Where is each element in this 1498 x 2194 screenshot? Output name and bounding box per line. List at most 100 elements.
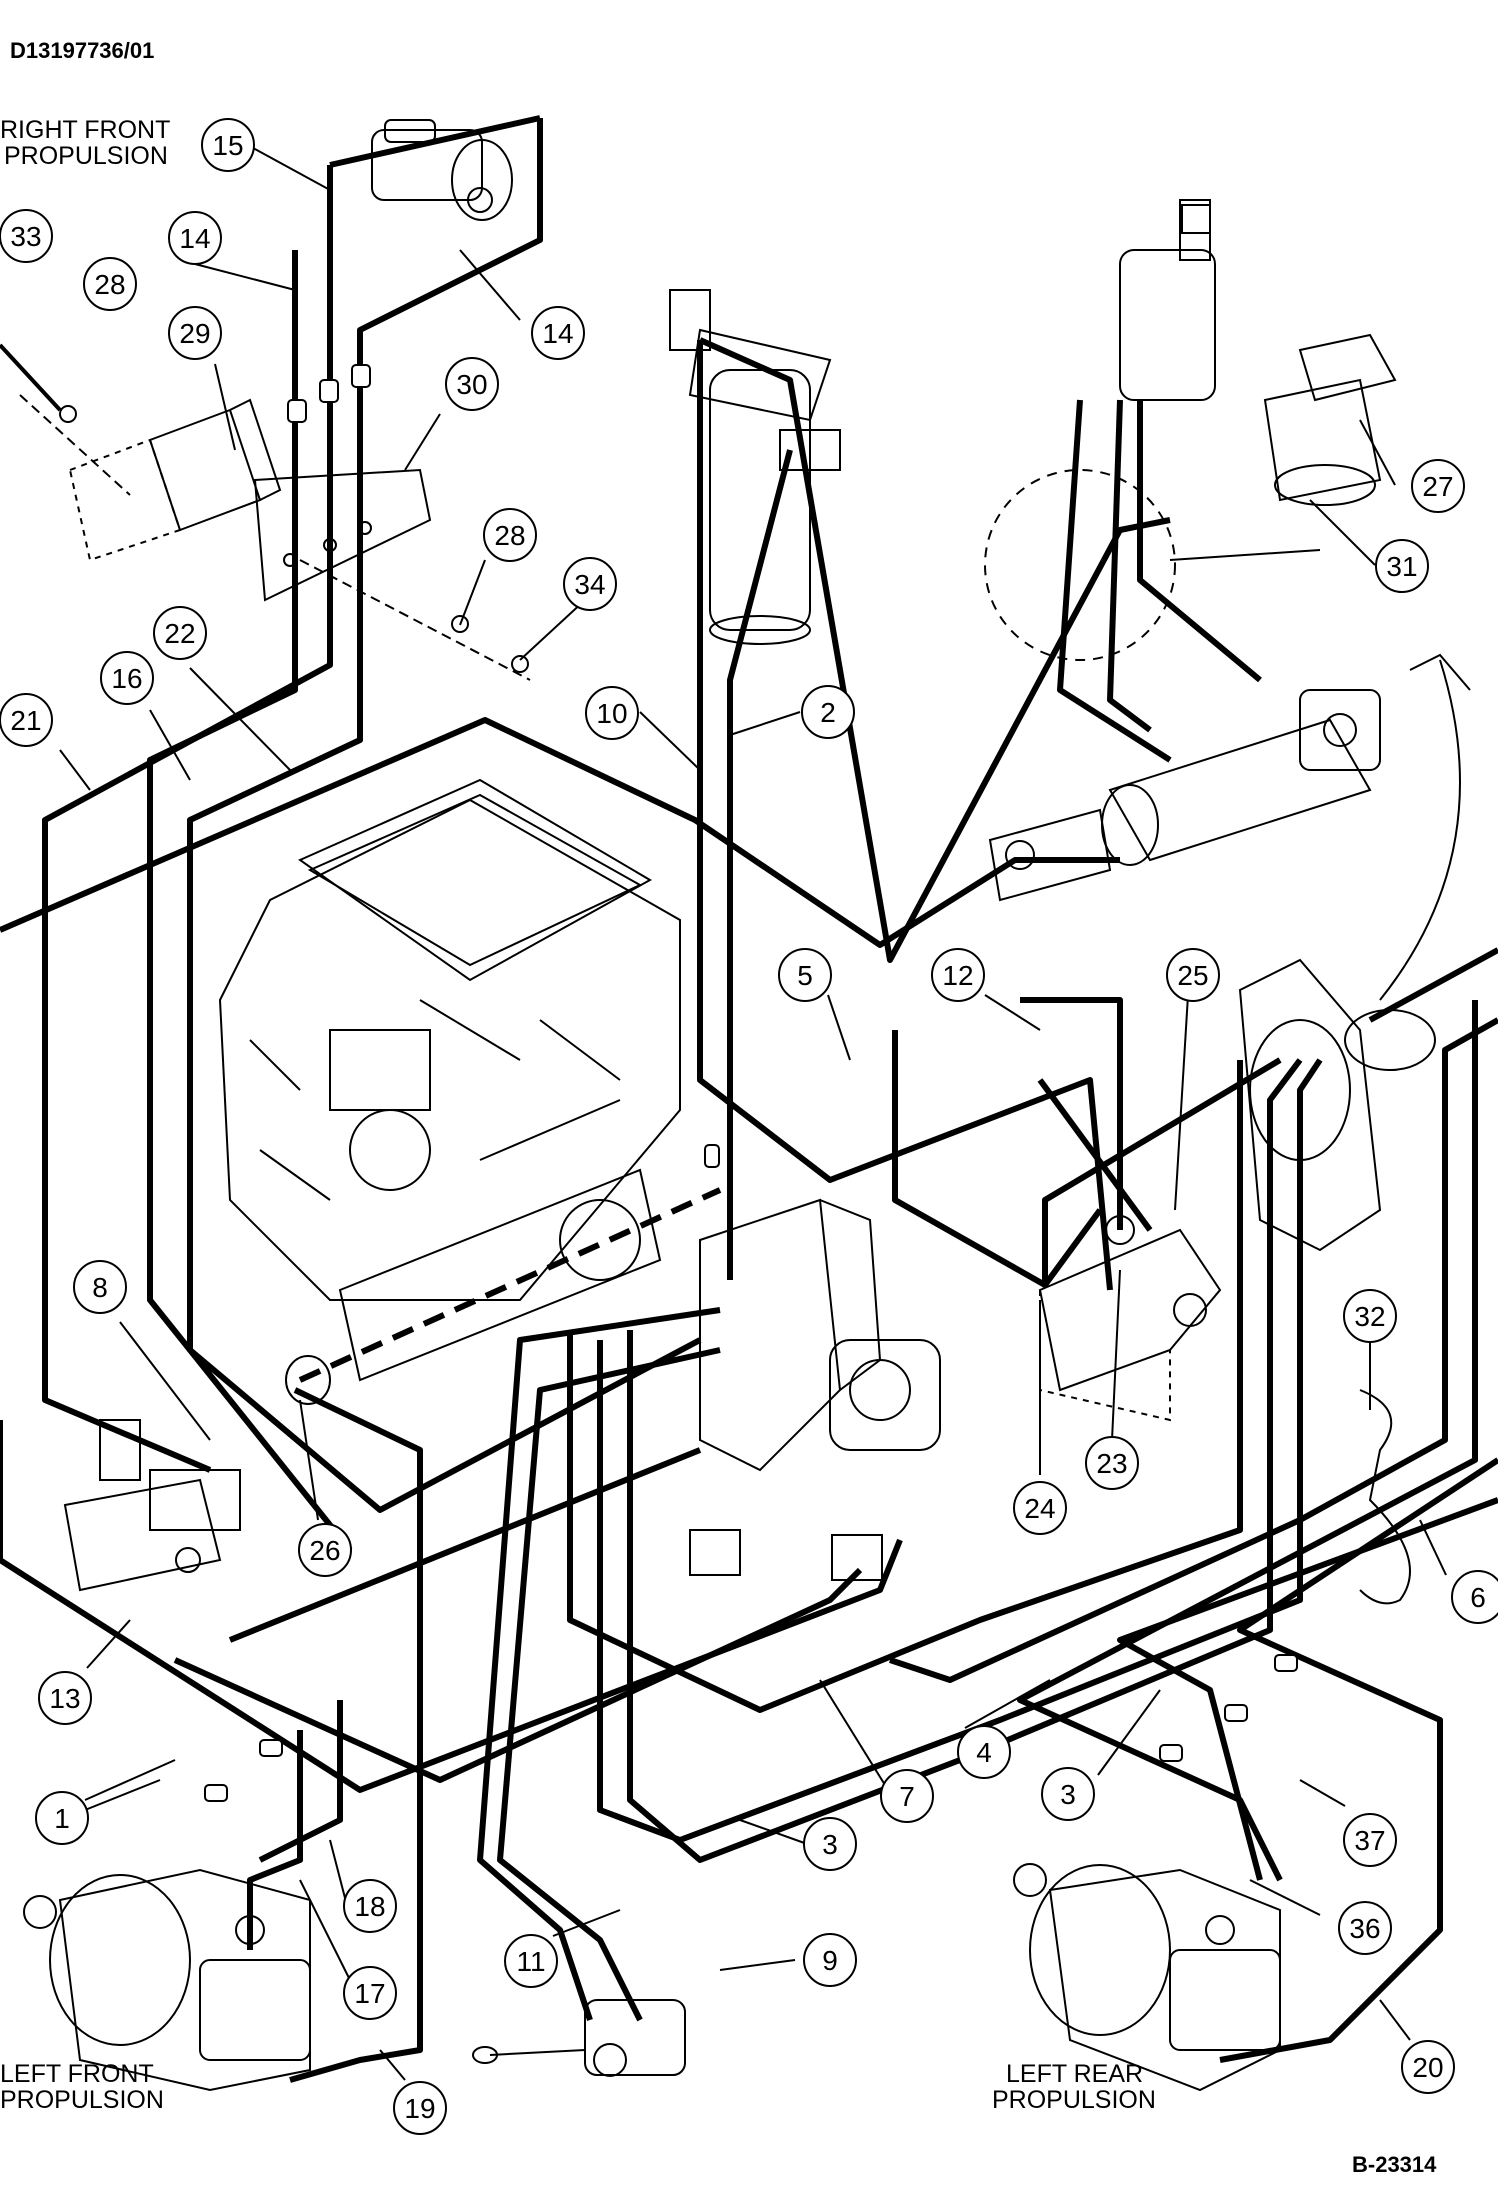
- hose-routing: [0, 115, 1498, 2083]
- label-right-front-line1: RIGHT FRONT: [0, 116, 170, 144]
- steering-cylinder: [988, 689, 1381, 902]
- callout-24: 24: [1013, 1481, 1067, 1535]
- callout-3b: 3: [803, 1817, 857, 1871]
- callout-1: 1: [35, 1791, 89, 1845]
- hose-4: [597, 1058, 1323, 1843]
- svg-text:21: 21: [10, 705, 41, 736]
- hose-11: [497, 1347, 721, 2022]
- svg-text:26: 26: [309, 1535, 340, 1566]
- detail-circle: [984, 469, 1176, 661]
- callout-15: 15: [201, 118, 255, 172]
- callout-37: 37: [1343, 1813, 1397, 1867]
- callout-21: 21: [0, 693, 53, 747]
- hose-1b: [173, 1567, 863, 1783]
- hose-13: [0, 1420, 903, 1793]
- hose-21: [42, 165, 333, 1473]
- svg-text:14: 14: [179, 223, 210, 254]
- engine: [218, 778, 681, 1382]
- left-front-motor: [23, 1868, 311, 2092]
- hose-22: [187, 118, 702, 1513]
- hose-7: [567, 1060, 1243, 1713]
- steering-unit: [1119, 199, 1216, 401]
- svg-text:24: 24: [1024, 1493, 1055, 1524]
- filter-assembly: [669, 289, 841, 645]
- svg-text:10: 10: [596, 698, 627, 729]
- callout-36: 36: [1338, 1901, 1392, 1955]
- document-id: D13197736/01: [10, 38, 154, 63]
- svg-text:30: 30: [456, 369, 487, 400]
- cap-assembly: [1263, 333, 1397, 506]
- svg-text:27: 27: [1422, 471, 1453, 502]
- callout-28b: 28: [483, 508, 537, 562]
- svg-text:22: 22: [164, 618, 195, 649]
- callout-22: 22: [153, 606, 207, 660]
- hose-9: [477, 1307, 721, 2021]
- callout-12: 12: [931, 948, 985, 1002]
- hose-20: [1219, 1457, 1498, 2063]
- callout-2: 2: [801, 685, 855, 739]
- label-right-front-line2: PROPULSION: [4, 142, 168, 170]
- svg-text:4: 4: [976, 1737, 992, 1768]
- hose-37: [1017, 1000, 1478, 1882]
- svg-text:29: 29: [179, 318, 210, 349]
- hose-6: [889, 1017, 1498, 1683]
- svg-text:25: 25: [1177, 960, 1208, 991]
- hose-steering-a: [698, 337, 1171, 963]
- callout-26: 26: [298, 1523, 352, 1577]
- callout-27: 27: [1411, 459, 1465, 513]
- svg-text:19: 19: [404, 2093, 435, 2124]
- svg-text:17: 17: [354, 1978, 385, 2009]
- callouts: 15 33 14 28 14 29 30 28 34 21 16 22 10 2…: [0, 118, 1498, 2135]
- svg-text:33: 33: [10, 221, 41, 252]
- svg-text:13: 13: [49, 1683, 80, 1714]
- component-drawings: [0, 119, 1471, 2092]
- svg-text:2: 2: [820, 697, 836, 728]
- svg-text:11: 11: [516, 1946, 545, 1977]
- arrow-curve: [1379, 659, 1461, 1001]
- label-left-rear-line1: LEFT REAR: [1006, 2060, 1143, 2088]
- callout-11: 11: [504, 1934, 558, 1988]
- callout-7: 7: [880, 1769, 934, 1823]
- svg-text:3: 3: [1060, 1779, 1076, 1810]
- svg-text:23: 23: [1096, 1448, 1127, 1479]
- svg-text:18: 18: [354, 1891, 385, 1922]
- callout-30: 30: [445, 357, 499, 411]
- arrow-head: [1409, 653, 1471, 691]
- svg-text:36: 36: [1349, 1913, 1380, 1944]
- valve-left: [689, 1529, 741, 1576]
- svg-text:12: 12: [942, 960, 973, 991]
- leader-lines: [59, 147, 1447, 2081]
- label-left-front-line2: PROPULSION: [0, 2086, 164, 2114]
- callout-17: 17: [343, 1966, 397, 2020]
- label-left-rear-line2: PROPULSION: [992, 2086, 1156, 2114]
- hose-23: [1042, 1057, 1282, 1285]
- rear-manifold: [1038, 1215, 1222, 1422]
- svg-text:14: 14: [542, 318, 573, 349]
- hose-12: [1020, 997, 1123, 1230]
- svg-text:8: 8: [92, 1272, 108, 1303]
- svg-text:28: 28: [494, 520, 525, 551]
- callout-34: 34: [563, 557, 617, 611]
- svg-text:7: 7: [899, 1781, 915, 1812]
- svg-text:34: 34: [574, 569, 605, 600]
- svg-text:5: 5: [797, 960, 813, 991]
- callout-29: 29: [168, 306, 222, 360]
- callout-14a: 14: [168, 211, 222, 265]
- callout-25: 25: [1166, 948, 1220, 1002]
- hose-steering-d: [1057, 399, 1172, 763]
- svg-text:32: 32: [1354, 1301, 1385, 1332]
- svg-text:9: 9: [822, 1945, 838, 1976]
- callout-8: 8: [73, 1260, 127, 1314]
- svg-text:31: 31: [1386, 551, 1417, 582]
- svg-text:3: 3: [822, 1829, 838, 1860]
- hose-18: [258, 1700, 343, 1863]
- hose-25: [1037, 1078, 1153, 1232]
- callout-20: 20: [1401, 2040, 1455, 2094]
- right-front-motor: [371, 119, 513, 221]
- hose-1a: [228, 1447, 702, 1643]
- svg-text:37: 37: [1354, 1825, 1385, 1856]
- hose-hub-a: [1368, 947, 1498, 1023]
- hose-15: [329, 115, 541, 168]
- callout-13: 13: [38, 1671, 92, 1725]
